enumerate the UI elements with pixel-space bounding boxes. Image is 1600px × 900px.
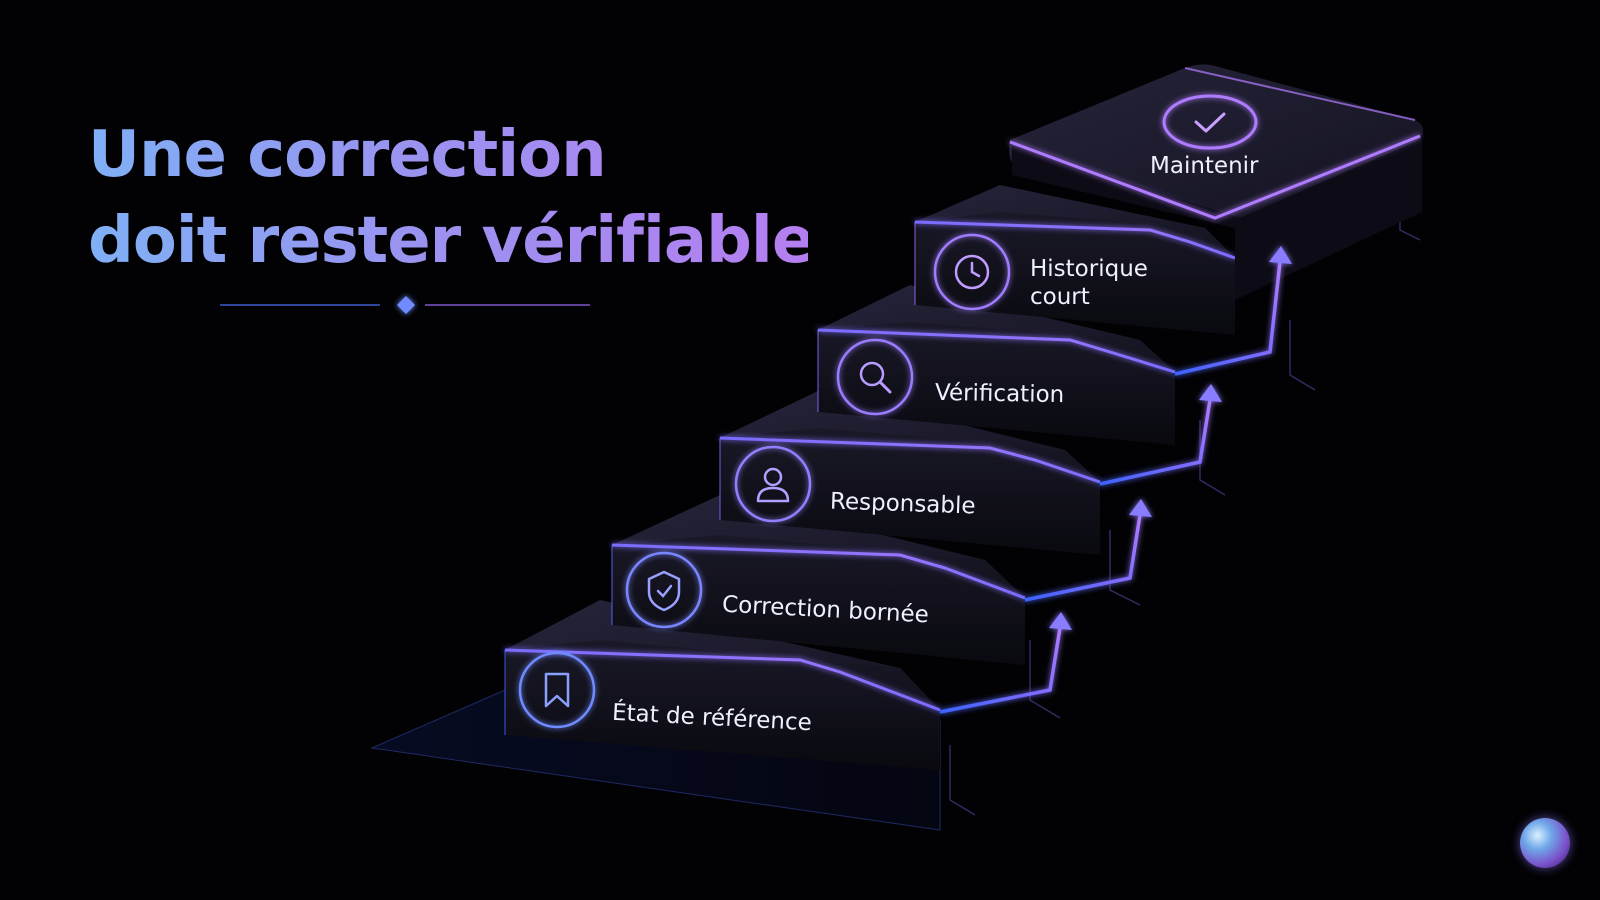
title-line-2: doit rester vérifiable [88,198,815,284]
page-title: Une correction doit rester vérifiable [88,112,815,284]
circuit-lines [949,190,1421,816]
user-icon [734,445,812,523]
step-3 [719,390,1101,555]
step-label-5-line-2: court [1030,284,1090,310]
riser-arrows [939,261,1282,714]
title-line-1: Une correction [88,112,808,198]
title-divider [220,296,590,314]
clock-icon [933,233,1011,311]
step-1 [504,600,941,770]
arrow-heads [1049,246,1292,630]
check-circle-icon [1162,94,1258,150]
step-6 [1009,64,1424,300]
step-label-5: Historique court [1030,255,1148,311]
step-2 [611,495,1026,665]
bookmark-icon [518,651,596,729]
step-label-4: Vérification [934,379,1065,409]
step-label-3: Responsable [829,488,976,520]
step-label-6: Maintenir [1150,153,1259,179]
corner-logo-icon [1520,818,1570,868]
search-icon [836,338,914,416]
step-4 [817,285,1176,445]
shield-check-icon [625,551,703,629]
step-label-5-line-1: Historique [1030,256,1148,282]
